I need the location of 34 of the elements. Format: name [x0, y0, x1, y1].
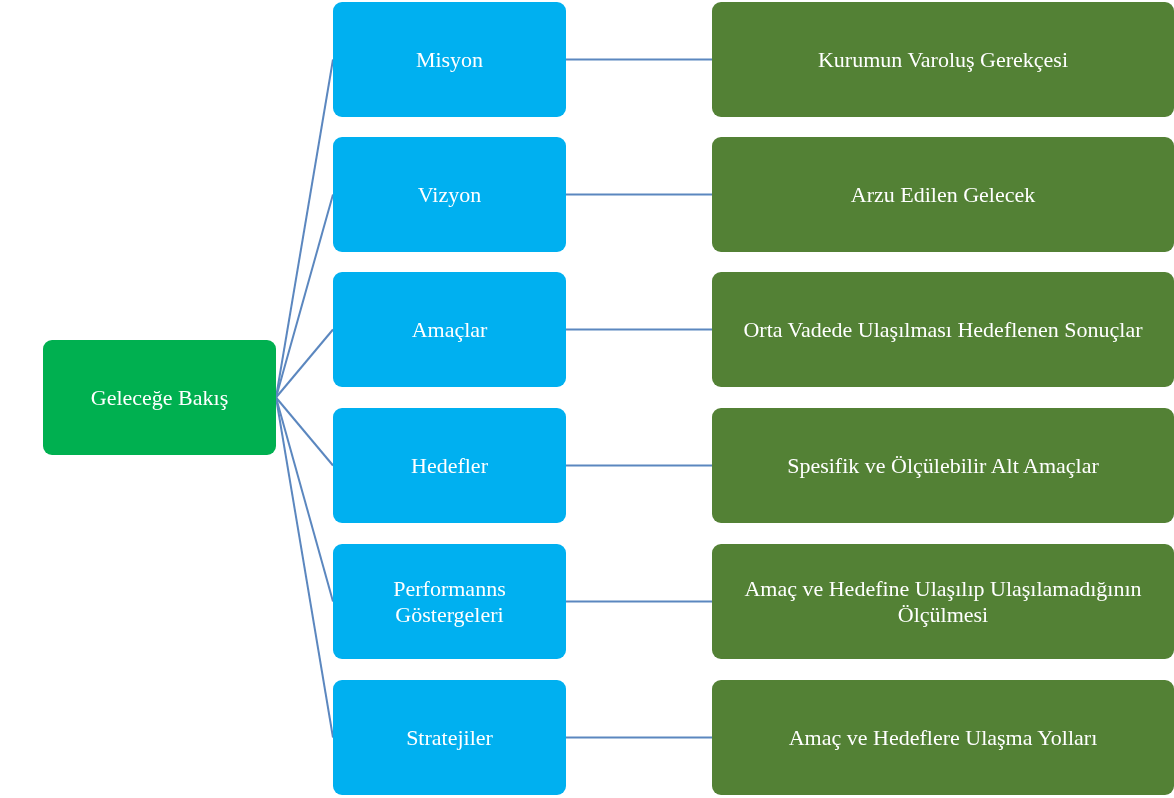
node-label: Misyon — [415, 46, 484, 73]
category-box — [333, 137, 566, 252]
node-label: Hedefler — [411, 452, 488, 479]
connector-line — [565, 464, 713, 467]
description-box — [712, 408, 1174, 523]
category-box — [333, 272, 566, 387]
node-label: Performanns Göstergeleri — [392, 575, 507, 628]
description-box — [712, 680, 1174, 795]
category-box — [333, 680, 566, 795]
category-box — [333, 544, 566, 659]
root-box — [43, 340, 276, 455]
node-label: Amaç ve Hedefine Ulaşılıp Ulaşılamadığının Ölçülmesi — [743, 575, 1143, 628]
category-box — [333, 408, 566, 523]
node-label: Arzu Edilen Gelecek — [850, 181, 1036, 208]
connector-line — [565, 193, 713, 196]
connector-line — [565, 58, 713, 61]
description-box — [712, 2, 1174, 117]
node-label: Kurumun Varoluş Gerekçesi — [817, 46, 1069, 73]
connector-line — [565, 328, 713, 331]
node-label: Vizyon — [417, 181, 482, 208]
connector-line — [565, 600, 713, 603]
node-label: Amaç ve Hedeflere Ulaşma Yolları — [788, 724, 1098, 751]
category-box — [333, 2, 566, 117]
node-label: Stratejiler — [406, 724, 493, 751]
node-label: Spesifik ve Ölçülebilir Alt Amaçlar — [787, 452, 1099, 479]
description-box — [712, 544, 1174, 659]
node-label: Amaçlar — [411, 316, 488, 343]
connector-line — [275, 396, 334, 467]
node-label: Orta Vadede Ulaşılması Hedeflenen Sonuçlar — [743, 316, 1143, 343]
connector-line — [565, 736, 713, 739]
node-label: Geleceğe Bakış — [90, 384, 229, 411]
connector-line — [275, 328, 334, 399]
description-box — [712, 137, 1174, 252]
description-box — [712, 272, 1174, 387]
